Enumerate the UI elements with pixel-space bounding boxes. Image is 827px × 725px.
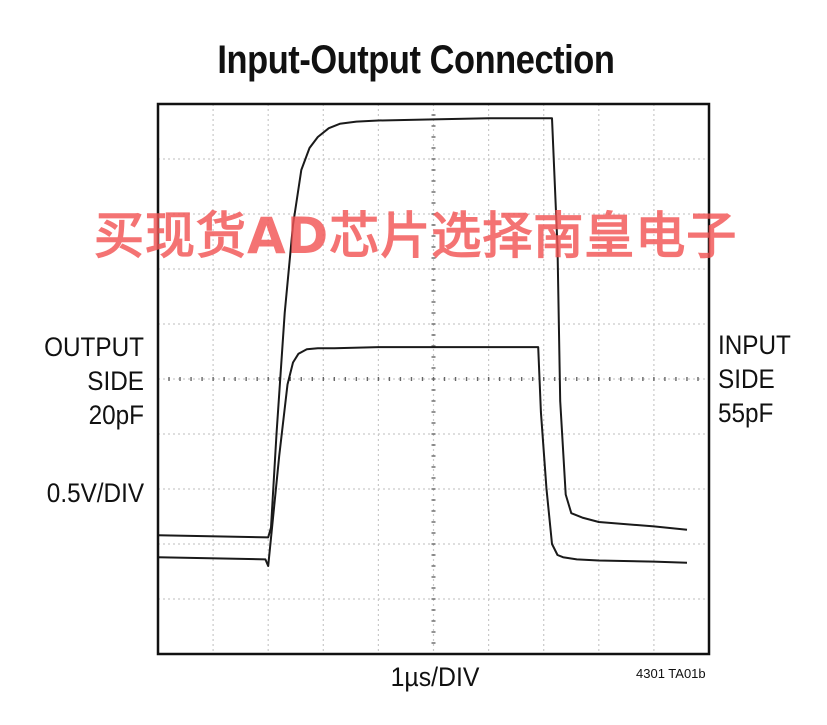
input-side-annotation: INPUT SIDE 55pF [718, 328, 799, 430]
output-side-annotation: OUTPUT SIDE 20pF [33, 330, 144, 432]
trace-line-2 [157, 346, 688, 567]
chart-title: Input-Output Connection [217, 38, 615, 82]
output-side-line-1: OUTPUT [44, 332, 144, 362]
center-axis-ticks [168, 114, 699, 644]
plot-frame [156, 102, 711, 656]
figure-id: 4301 TA01b [636, 666, 706, 681]
output-side-line-3: 20pF [88, 400, 144, 430]
input-side-line-1: INPUT [718, 330, 791, 360]
trace-line-1 [157, 117, 688, 539]
input-side-line-3: 55pF [718, 398, 774, 428]
output-side-line-2: SIDE [87, 366, 144, 396]
x-axis-label: 1µs/DIV [390, 662, 480, 692]
watermark-text: 买现货AD芯片选择南皇电子 [94, 207, 738, 265]
input-side-line-2: SIDE [718, 364, 775, 394]
y-axis-label: 0.5V/DIV [46, 478, 144, 508]
traces [157, 117, 688, 567]
